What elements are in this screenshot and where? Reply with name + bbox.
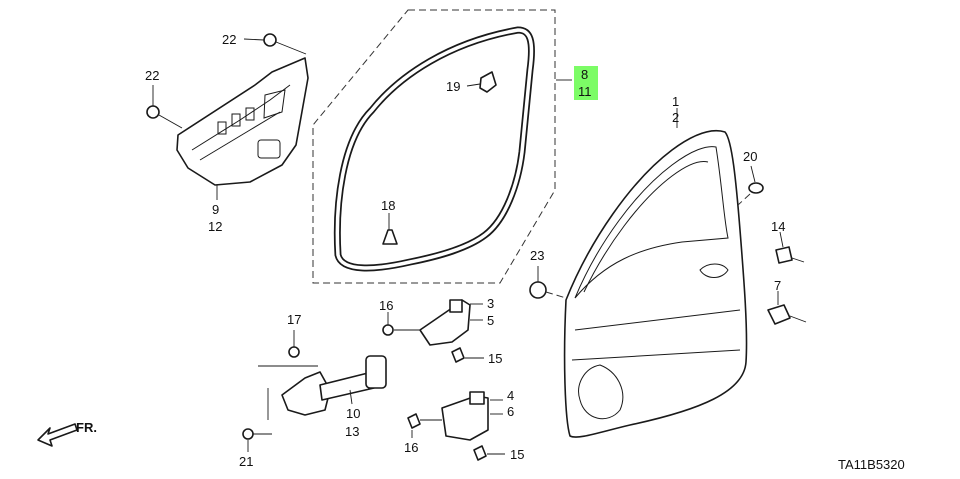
bolt-16-upper	[382, 324, 394, 336]
upper-hinge-group	[382, 299, 484, 363]
inner-panel-group	[146, 33, 309, 200]
callout-9[interactable]: 9	[212, 202, 219, 217]
door-checker-group	[242, 330, 387, 452]
door-handle-recess	[699, 263, 729, 278]
callout-13[interactable]: 13	[345, 424, 359, 439]
lower-hinge-group	[407, 391, 505, 461]
clip-part-19	[479, 71, 497, 93]
bolt-15-lower	[473, 445, 487, 461]
dashed-frame	[312, 9, 556, 284]
callouts: 22 22 9 12 19 18 8 11 1 2 20 14 23 7 16 …	[145, 32, 785, 469]
callout-16-lower[interactable]: 16	[404, 440, 418, 455]
callout-23[interactable]: 23	[530, 248, 544, 263]
front-direction-arrow: FR.	[37, 420, 97, 447]
callout-18[interactable]: 18	[381, 198, 395, 213]
fr-label: FR.	[76, 420, 97, 435]
callout-21[interactable]: 21	[239, 454, 253, 469]
bolt-part-17	[288, 346, 300, 358]
callout-17[interactable]: 17	[287, 312, 301, 327]
weatherstrip	[333, 26, 535, 272]
callout-4[interactable]: 4	[507, 388, 514, 403]
grommet-part-20	[748, 182, 764, 194]
nut-22-top	[263, 33, 277, 47]
weatherstrip-group	[312, 9, 572, 284]
callout-12[interactable]: 12	[208, 219, 222, 234]
callout-10[interactable]: 10	[346, 406, 360, 421]
cap-part-14	[775, 246, 793, 264]
fr-arrow-icon	[37, 423, 78, 447]
callout-15-upper[interactable]: 15	[488, 351, 502, 366]
callout-22-left[interactable]: 22	[145, 68, 159, 83]
callout-1[interactable]: 1	[672, 94, 679, 109]
checker-body	[365, 355, 387, 389]
callout-6[interactable]: 6	[507, 404, 514, 419]
highlight-11	[574, 83, 598, 100]
door-inner-hole	[578, 364, 624, 420]
callout-16-upper[interactable]: 16	[379, 298, 393, 313]
front-door	[563, 129, 748, 438]
highlight-8	[574, 66, 598, 83]
nut-22-left	[146, 105, 160, 119]
checker-bracket	[281, 371, 331, 416]
callout-7[interactable]: 7	[774, 278, 781, 293]
callout-14[interactable]: 14	[771, 219, 785, 234]
callout-15-lower[interactable]: 15	[510, 447, 524, 462]
callout-19[interactable]: 19	[446, 79, 460, 94]
diagram-code: TA11B5320	[838, 457, 905, 472]
bolt-15-upper	[451, 347, 465, 363]
clip-part-18	[382, 229, 398, 245]
door-window-frame	[574, 146, 729, 299]
nut-part-23	[529, 281, 547, 299]
callout-5[interactable]: 5	[487, 313, 494, 328]
bolt-part-21	[242, 428, 254, 440]
bolt-16-lower	[407, 413, 421, 429]
bumper-part-7	[767, 304, 791, 325]
inner-door-panel	[176, 57, 309, 186]
door-group	[529, 108, 807, 438]
callout-20[interactable]: 20	[743, 149, 757, 164]
callout-3[interactable]: 3	[487, 296, 494, 311]
callout-2[interactable]: 2	[672, 110, 679, 125]
callout-11[interactable]: 11	[578, 84, 592, 99]
callout-22-top[interactable]: 22	[222, 32, 236, 47]
callout-8[interactable]: 8	[581, 67, 588, 82]
